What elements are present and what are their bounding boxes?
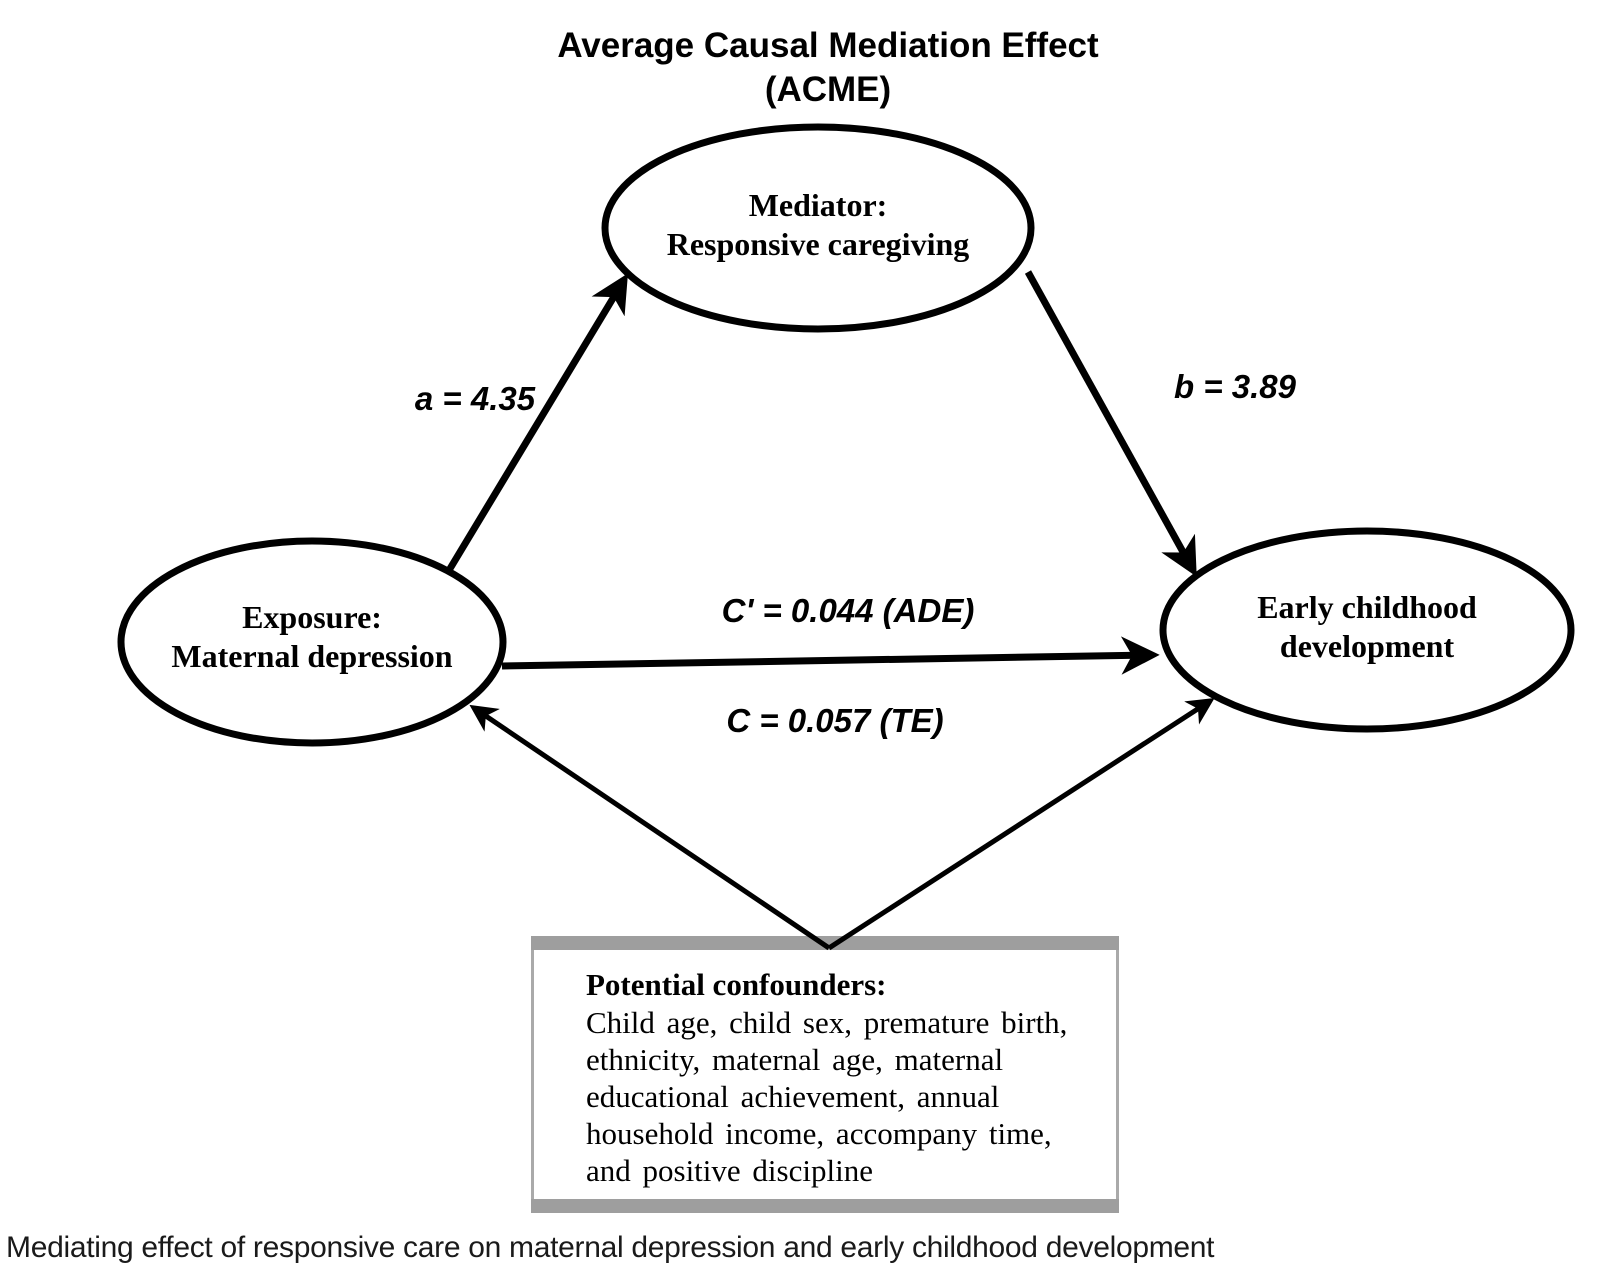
mediator-label-line1: Mediator: <box>748 187 888 223</box>
path-a-arrow <box>445 273 628 574</box>
direct-effect-label: C' = 0.044 (ADE) <box>721 592 975 629</box>
direct-effect-arrow <box>501 636 1160 675</box>
confounders-line: educational achievement, annual <box>586 1079 1000 1114</box>
confounders-box: Potential confounders: Child age, child … <box>531 936 1119 1213</box>
diagram-title-line2: (ACME) <box>764 70 892 109</box>
mediator-label: Mediator: Responsive caregiving <box>618 186 1018 264</box>
exposure-label-line2: Maternal depression <box>171 638 453 674</box>
total-effect-label: C = 0.057 (TE) <box>726 702 944 739</box>
diagram-title: Average Causal Mediation Effect (ACME) <box>428 24 1228 112</box>
confounder-to-outcome-arrow <box>827 698 1215 951</box>
confounders-box-body: Potential confounders: Child age, child … <box>531 950 1119 1199</box>
confounders-line: household income, accompany time, <box>586 1116 1052 1151</box>
confounders-heading: Potential confounders: <box>586 967 887 1002</box>
confounders-line: Child age, child sex, premature birth, <box>586 1005 1068 1040</box>
path-a-label: a = 4.35 <box>414 380 536 417</box>
outcome-label-line2: development <box>1279 628 1455 664</box>
confounder-to-exposure-arrow <box>469 704 831 951</box>
confounders-text: Child age, child sex, premature birth, e… <box>586 1004 1086 1189</box>
confounders-line: and positive discipline <box>586 1153 873 1188</box>
exposure-label: Exposure: Maternal depression <box>92 598 532 676</box>
figure-caption: Mediating effect of responsive care on m… <box>6 1231 1215 1264</box>
exposure-label-line1: Exposure: <box>242 599 382 635</box>
exposure-ellipse <box>117 537 507 747</box>
outcome-label: Early childhood development <box>1147 588 1587 666</box>
confounders-line: ethnicity, maternal age, maternal <box>586 1042 1004 1077</box>
outcome-label-line1: Early childhood <box>1257 589 1477 625</box>
path-b-arrow <box>1024 270 1197 577</box>
outcome-ellipse <box>1159 527 1575 733</box>
confounders-box-bottom-bar <box>531 1199 1119 1213</box>
path-b-label: b = 3.89 <box>1174 368 1296 405</box>
diagram-title-line1: Average Causal Mediation Effect <box>557 26 1099 65</box>
mediator-label-line2: Responsive caregiving <box>666 226 970 262</box>
mediator-ellipse <box>601 123 1035 333</box>
